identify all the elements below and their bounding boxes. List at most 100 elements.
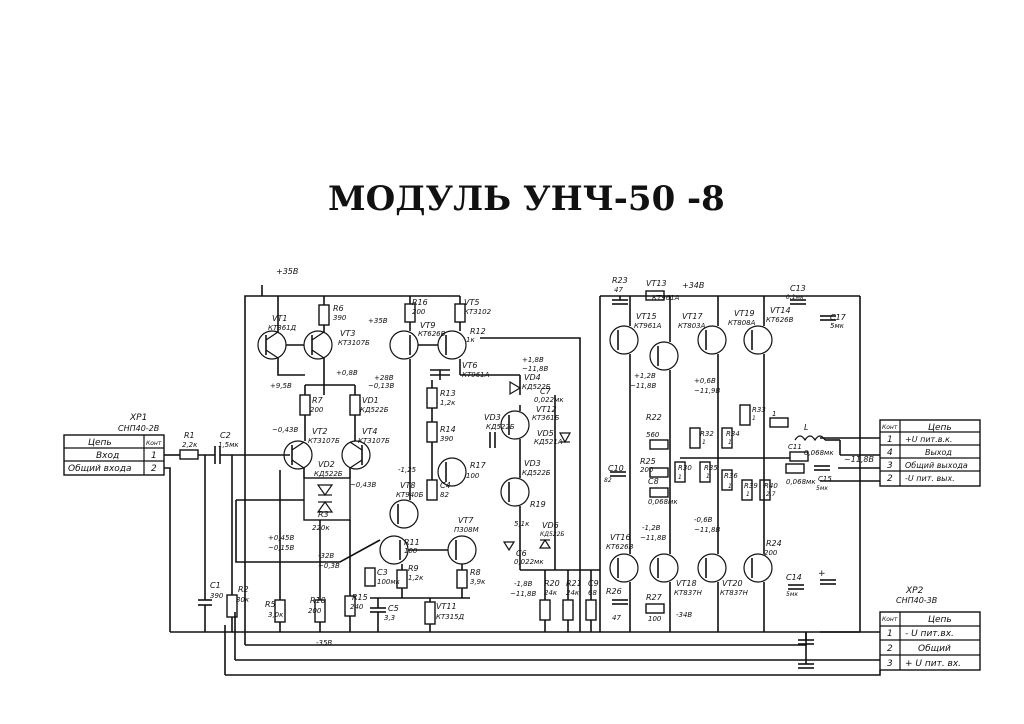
value-c13: 5мк — [816, 485, 828, 492]
value-r6: 390 — [333, 314, 347, 322]
value-r27: 1 — [678, 474, 682, 481]
value-r1: 2,2к — [182, 441, 198, 449]
output-row3-net: Общий выхода — [905, 461, 968, 470]
transistor-vt20 — [743, 553, 773, 583]
label-r38: 1 — [772, 410, 776, 418]
xp2-header-pin: Конт — [882, 616, 898, 623]
label-vt3: VT3 — [340, 329, 355, 338]
resistor-r32 — [721, 427, 733, 449]
value-vt17: КТ808А — [728, 319, 756, 327]
value-vt2: КТ3107Б — [308, 437, 340, 445]
label-r10: R16 — [412, 298, 428, 307]
resistor-r27 — [674, 461, 686, 483]
output-row1-pin: 1 — [887, 435, 893, 445]
value-vt9: 1к — [466, 336, 475, 344]
value-r26: 100 — [648, 615, 662, 623]
volt-vm34: -34В — [676, 611, 692, 619]
resistor-r30 — [689, 427, 701, 449]
label-r21: C9 — [588, 579, 599, 588]
label-vd4: VD5 — [537, 429, 554, 438]
volt-vm118b: ~11,8В — [630, 382, 656, 390]
value-vt1: КТ361Д — [268, 324, 297, 332]
resistor-r36 — [741, 479, 753, 501]
value-vt5: КТ626В — [418, 330, 446, 338]
transistor-vt18 — [697, 553, 727, 583]
value-r8: 240 — [350, 603, 364, 611]
label-r12: R13 — [440, 389, 456, 398]
transistor-vt16 — [649, 553, 679, 583]
value-c5: КД522Б — [486, 423, 515, 431]
value-r23: КТ961А — [652, 294, 680, 302]
value-c2: 1,5мк — [218, 441, 239, 449]
resistor-r34 — [739, 404, 751, 426]
output-row4-pin: 2 — [887, 474, 893, 484]
connector-xp1: ХР1 СНП40-2В Цепь Конт Вход 1 Общий вход… — [63, 413, 165, 476]
resistor-r12 — [426, 387, 438, 409]
output-row4-net: -U пит. вых. — [905, 474, 955, 483]
label-vt18: VT20 — [722, 579, 743, 588]
value-r2: 30к — [236, 596, 250, 604]
label-r6: R6 — [333, 304, 344, 313]
label-c1: C1 — [210, 581, 221, 590]
label-r8: R15 — [352, 593, 368, 602]
volt-vm015: ~0,15В — [268, 544, 294, 552]
value-r16: КТ3102 — [464, 308, 492, 316]
label-vt5: VT9 — [420, 321, 435, 330]
transistor-vt11 — [500, 410, 530, 440]
transistor-vt3: VT3 КТ3107Б — [303, 329, 370, 360]
label-r7: VD1 — [362, 396, 379, 405]
transistor-vt17 — [697, 325, 727, 355]
volt-vm043: ~0,43В — [272, 426, 298, 434]
xp2-row2-net: Общий — [918, 644, 951, 654]
label-vt6: VT8 — [400, 481, 415, 490]
value-c8: 82 — [604, 477, 612, 484]
value-r12: 1,2к — [440, 399, 456, 407]
value-r33: 1 — [706, 473, 710, 480]
value-vt11: КТ361Б — [532, 414, 560, 422]
resistor-r25 — [649, 487, 669, 498]
resistor-r22 — [649, 467, 669, 478]
resistor-r6 — [318, 304, 330, 326]
value-r13: 390 — [440, 435, 454, 443]
label-r16: VT5 — [464, 298, 479, 307]
resistor-r40 — [789, 451, 809, 462]
volt-v95: +9,5В — [270, 382, 292, 390]
value-r41: 0,068мк — [786, 478, 816, 486]
value-c10: 47 — [612, 614, 621, 622]
label-vt4: VT4 — [362, 427, 377, 436]
value-vd6: 0,022мк — [514, 558, 544, 566]
resistor-r24 — [649, 439, 669, 450]
volt-v118: ~11,8В — [844, 455, 874, 464]
value-r11: 1,2к — [408, 574, 424, 582]
label-c6: C7 — [540, 387, 552, 396]
label-vt13: VT15 — [636, 312, 657, 321]
resistor-r15 — [424, 601, 436, 625]
value-r19: 24к — [544, 589, 558, 597]
inductor-l — [794, 435, 826, 442]
label-c12: C14 — [786, 573, 802, 582]
label-r1: R1 — [184, 431, 195, 440]
xp2-ref: ХР2 — [905, 586, 924, 596]
resistor-r9 — [364, 567, 376, 587]
value-r35: 1 — [728, 483, 732, 490]
plus-c15: + — [818, 569, 826, 579]
xp2-row3-net: + U пит. вх. — [905, 659, 961, 669]
label-r30: R32 — [700, 430, 714, 438]
volt-v18: +1,8В — [522, 356, 544, 364]
value-r3: 3,0к — [268, 611, 284, 619]
label-vd6: C6 — [516, 549, 527, 558]
value-c6: 0,022мк — [534, 396, 564, 404]
label-r34: R33 — [752, 406, 766, 414]
volt-vm013: ~0,13В — [368, 382, 394, 390]
value-c9: 47 — [614, 286, 623, 294]
label-r24: R22 — [646, 413, 662, 422]
transistor-vt5: VT9 КТ626В — [389, 321, 446, 360]
value-c3: 3,3 — [384, 614, 395, 622]
value-vt4: КТ3107Б — [358, 437, 390, 445]
resistor-r33 — [699, 461, 711, 483]
label-r13: R14 — [440, 425, 456, 434]
label-vd2: R3 — [318, 510, 329, 519]
label-r11: R9 — [408, 564, 419, 573]
label-r20: R21 — [566, 579, 582, 588]
